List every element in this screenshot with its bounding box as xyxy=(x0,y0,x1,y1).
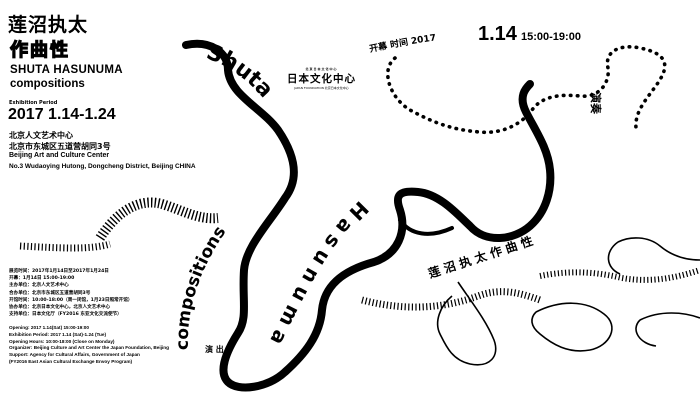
thick-river xyxy=(182,39,555,392)
info-en-line: (FY2016 East Asian Cultural Exchange Env… xyxy=(9,358,133,364)
exhibition-dates: 2017 1.14-1.24 xyxy=(8,106,116,123)
info-cn-line: 开馆时间：10:00-18:00（周一闭馆，1月23日照常开馆） xyxy=(9,297,133,303)
dotted-loop xyxy=(385,45,667,135)
wavy-outline-4 xyxy=(635,312,700,347)
info-cn-line: 支持单位：日本文化厅（FY2016 东亚文化交流使节） xyxy=(9,312,122,318)
logo-top-text: 北京日本文化中心 xyxy=(305,67,338,71)
info-en-line: Exhibition Period: 2017 1.14 (Sat)-1.24 … xyxy=(9,331,107,337)
opening-time: 15:00-19:00 xyxy=(521,31,581,43)
thick-river-branch xyxy=(398,218,454,236)
exhibition-label: Exhibition Period xyxy=(9,100,58,106)
info-en-line: Support: Agency for Cultural Affairs, Go… xyxy=(9,352,140,358)
info-cn-line: 展览时间：2017年1月14日至2017年1月24日 xyxy=(9,269,109,274)
opening-date-big: 1.14 xyxy=(478,23,518,45)
wavy-outline-1 xyxy=(436,281,497,366)
info-cn-line: 合办单位：北京市东城区五道营胡同3号 xyxy=(9,290,91,296)
logo-sub-text: JAPAN FOUNDATION 北京日本文化中心 xyxy=(294,86,349,90)
subtitle-en: compositions xyxy=(10,78,85,90)
hatched-track-bottom xyxy=(361,288,542,311)
info-en-line: Opening: 2017 1.14(Sat) 15:00-19:00 xyxy=(9,325,89,330)
info-cn-line: 协办单位：北京日本文化中心，北京人文艺术中心 xyxy=(9,305,111,311)
title-cn: 莲沼执太 xyxy=(8,14,89,36)
info-en-line: Opening Hours: 10:00-18:00 (Close on Mon… xyxy=(9,338,115,344)
info-en-block: Opening: 2017 1.14(Sat) 15:00-19:00 Exhi… xyxy=(9,325,169,366)
info-cn-block: 展览时间：2017年1月14日至2017年1月24日 开幕：1月14日 15:0… xyxy=(9,268,132,318)
hatched-track-low xyxy=(19,240,112,252)
japan-foundation-logo: 北京日本文化中心 日本文化中心 JAPAN FOUNDATION 北京日本文化中… xyxy=(287,67,356,90)
hatched-track-left xyxy=(95,197,219,241)
foot-chars: 演 出 xyxy=(205,344,224,354)
hatched-track-right xyxy=(539,267,700,283)
address-en: No.3 Wudaoying Hutong, Dongcheng Distric… xyxy=(9,163,196,170)
subtitle-cn: 作曲性 xyxy=(9,39,70,61)
curve-opening: 开幕 时间 2017 xyxy=(368,33,436,55)
info-en-line: Organizer: Beijing Culture and Art Cente… xyxy=(9,345,169,351)
wavy-outline-3 xyxy=(531,302,613,352)
venue-en: Beijing Art and Culture Center xyxy=(9,152,110,159)
info-cn-line: 主办单位：北京人文艺术中心 xyxy=(9,283,69,289)
name-en: SHUTA HASUNUMA xyxy=(10,64,123,76)
info-cn-line: 开幕：1月14日 15:00-19:00 xyxy=(9,276,75,282)
kanji-river: 莲 沼 执 太 作 曲 性 xyxy=(426,233,534,281)
wavy-outline-2 xyxy=(607,237,700,275)
venue-cn: 北京人文艺术中心 xyxy=(9,131,73,140)
vertical-chars: 演奏 xyxy=(589,92,603,115)
logo-main-text: 日本文化中心 xyxy=(287,73,356,85)
curve-compositions: compositions xyxy=(173,223,230,350)
address-cn: 北京市东城区五道营胡同3号 xyxy=(9,142,111,151)
